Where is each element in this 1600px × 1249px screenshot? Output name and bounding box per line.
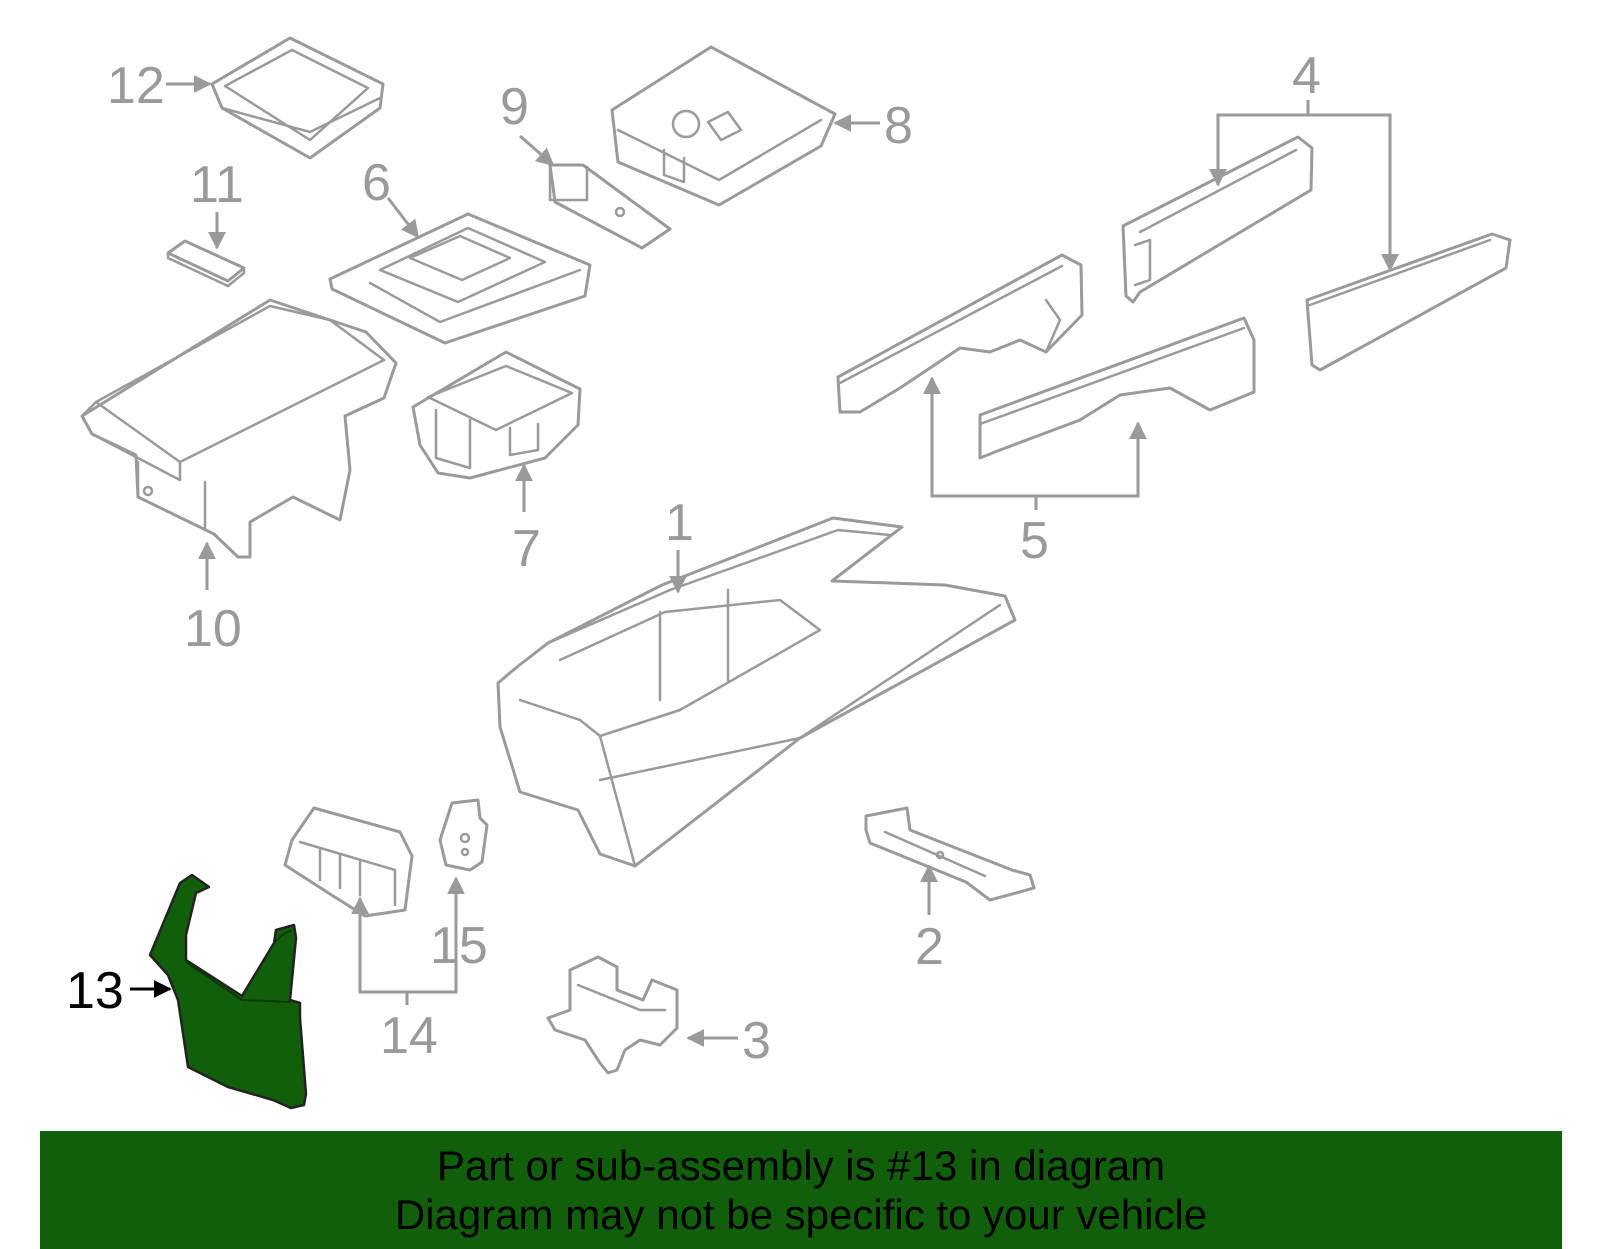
callout-3: 3: [742, 1012, 771, 1070]
leader-9: [519, 134, 555, 167]
banner-line-2: Diagram may not be specific to your vehi…: [394, 1191, 1208, 1238]
part-13-lower-trim[interactable]: [148, 873, 308, 1110]
callout-2: 2: [915, 918, 944, 976]
part-15-switch[interactable]: [438, 798, 489, 872]
part-2-bracket[interactable]: [864, 806, 1036, 902]
callout-15: 15: [430, 917, 488, 975]
banner-line-1: Part or sub-assembly is #13 in diagram: [436, 1142, 1166, 1189]
part-7-cupholder[interactable]: [411, 350, 582, 480]
callout-13: 13: [66, 962, 124, 1020]
leader-14: [351, 896, 458, 1005]
part-12-storage-tray[interactable]: [210, 36, 385, 160]
part-4-end-panel-right[interactable]: [1305, 232, 1512, 372]
callout-1: 1: [665, 494, 694, 552]
part-5-side-trim-upper[interactable]: [836, 253, 1084, 414]
callout-12: 12: [107, 57, 165, 115]
callout-7: 7: [512, 520, 541, 578]
leader-6: [386, 197, 420, 239]
part-5-side-trim-lower[interactable]: [978, 316, 1256, 460]
part-11-pad[interactable]: [166, 239, 246, 288]
part-14-air-vent[interactable]: [283, 806, 414, 918]
callout-14: 14: [380, 1007, 438, 1065]
callout-6: 6: [362, 154, 391, 212]
part-10-armrest[interactable]: [80, 298, 398, 559]
part-1-console-body[interactable]: [496, 516, 1017, 868]
callout-11: 11: [190, 156, 244, 214]
callout-4: 4: [1292, 47, 1321, 105]
info-banner: Part or sub-assembly is #13 in diagram D…: [40, 1131, 1562, 1249]
leader-4: [1209, 100, 1399, 272]
callout-8: 8: [884, 97, 913, 155]
callout-5: 5: [1020, 512, 1049, 570]
part-8-module[interactable]: [610, 45, 837, 207]
part-3-frame[interactable]: [546, 955, 679, 1075]
part-4-end-panel-left[interactable]: [1121, 135, 1314, 304]
leader-5: [923, 376, 1147, 510]
part-9-bracket[interactable]: [548, 163, 672, 250]
part-6-trim-plate[interactable]: [328, 212, 592, 345]
callout-9: 9: [500, 78, 529, 136]
callout-10: 10: [184, 600, 242, 658]
